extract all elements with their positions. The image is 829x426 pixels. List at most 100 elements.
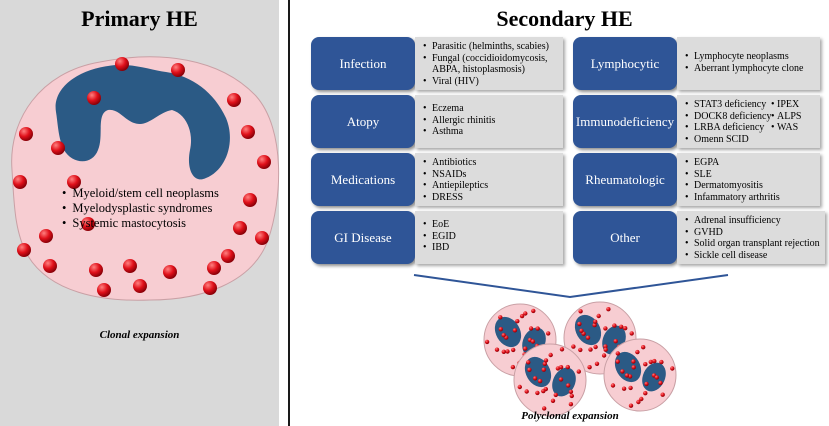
granule xyxy=(577,321,582,327)
granule xyxy=(606,307,611,312)
convergence-bracket xyxy=(413,274,729,299)
granule xyxy=(658,380,663,386)
granule xyxy=(628,385,633,391)
granule xyxy=(17,243,31,257)
granule xyxy=(542,406,547,411)
category-details: Adrenal insufficiency GVHD Solid organ t… xyxy=(677,211,825,264)
category-detail-item: Lymphocyte neoplasms xyxy=(685,51,816,63)
granule xyxy=(603,344,608,349)
category-detail-item: ABPA, histoplasmosis) xyxy=(432,64,525,75)
granule xyxy=(526,360,531,365)
granule xyxy=(163,265,177,279)
granule xyxy=(133,279,147,293)
granule xyxy=(643,391,648,396)
category-label: Medications xyxy=(311,153,415,206)
granule xyxy=(593,319,598,324)
granule xyxy=(39,229,53,243)
granule xyxy=(532,376,538,381)
granule xyxy=(623,326,628,331)
granule xyxy=(603,326,608,331)
granule xyxy=(553,392,558,398)
category-label: Other xyxy=(573,211,677,264)
granule xyxy=(641,345,646,350)
granule xyxy=(498,327,503,332)
category-details: Eczema Allergic rhinitis Asthma xyxy=(415,95,563,148)
granule xyxy=(97,283,111,297)
category-detail-item: Antibiotics xyxy=(423,157,559,169)
secondary-caption: Polyclonal expansion xyxy=(521,410,619,422)
granule xyxy=(87,91,101,105)
granule xyxy=(519,313,525,319)
granule xyxy=(501,333,506,338)
primary-title: Primary HE xyxy=(81,6,198,31)
category-detail-item: NSAIDs xyxy=(423,169,559,181)
granule xyxy=(13,175,27,189)
category-label: GI Disease xyxy=(311,211,415,264)
granule xyxy=(670,366,675,371)
granule xyxy=(171,63,185,77)
granule xyxy=(523,311,528,316)
granule xyxy=(631,359,636,364)
granule xyxy=(635,349,640,355)
granule xyxy=(592,322,597,328)
category-detail-item: LRBA deficiency • WAS xyxy=(685,122,816,134)
category-detail-item: Omenn SCID xyxy=(685,134,816,146)
granule xyxy=(515,319,520,324)
category-details: EoE EGID IBD xyxy=(415,211,563,264)
granule xyxy=(535,326,540,331)
granule xyxy=(501,349,506,354)
category-detail-item: SLE xyxy=(685,169,816,181)
granule xyxy=(541,367,546,372)
granule xyxy=(530,339,536,344)
granule xyxy=(541,388,546,394)
granule xyxy=(498,315,503,320)
secondary-title: Secondary HE xyxy=(496,6,633,31)
granule xyxy=(571,344,576,349)
granule xyxy=(527,367,532,372)
category-detail-item: EGPA xyxy=(685,157,816,169)
polyclonal-cell xyxy=(513,343,587,417)
granule xyxy=(629,331,634,336)
granule xyxy=(578,347,583,353)
granule xyxy=(631,365,636,370)
category-detail-item: Parasitic (helminths, scabies) xyxy=(423,41,559,53)
granule xyxy=(648,359,653,365)
category-detail-item: IBD xyxy=(423,242,559,254)
granule xyxy=(660,392,665,397)
granule xyxy=(558,377,564,382)
granule xyxy=(639,396,644,402)
granule xyxy=(43,259,57,273)
granule xyxy=(612,323,617,328)
granule xyxy=(576,369,581,374)
category-detail-item: Adrenal insufficiency xyxy=(685,215,821,227)
granule xyxy=(558,365,564,370)
granule xyxy=(566,383,571,388)
primary-eosinophil-illustration xyxy=(11,56,280,301)
granule xyxy=(601,353,607,358)
granule xyxy=(115,57,129,71)
granule xyxy=(537,378,543,384)
granule xyxy=(569,393,574,399)
category-label: Rheumatologic xyxy=(573,153,677,206)
granule xyxy=(505,349,510,354)
category-label: Lymphocytic xyxy=(573,37,677,90)
granule xyxy=(568,402,574,407)
granule xyxy=(233,221,247,235)
granule xyxy=(588,347,593,352)
granule xyxy=(593,344,598,350)
granule xyxy=(542,361,547,366)
granule xyxy=(543,358,549,363)
granule xyxy=(568,389,574,394)
primary-caption: Clonal expansion xyxy=(99,329,180,341)
granule xyxy=(603,347,608,352)
panel-divider xyxy=(288,0,290,426)
granule xyxy=(613,339,618,344)
granule xyxy=(510,364,516,370)
category-details: STAT3 deficiency • IPEX DOCK8 deficiency… xyxy=(677,95,820,148)
granule xyxy=(610,383,616,388)
granule xyxy=(484,339,490,345)
granule xyxy=(89,263,103,277)
granule xyxy=(621,386,627,391)
granule xyxy=(620,369,625,374)
granule xyxy=(652,358,657,364)
